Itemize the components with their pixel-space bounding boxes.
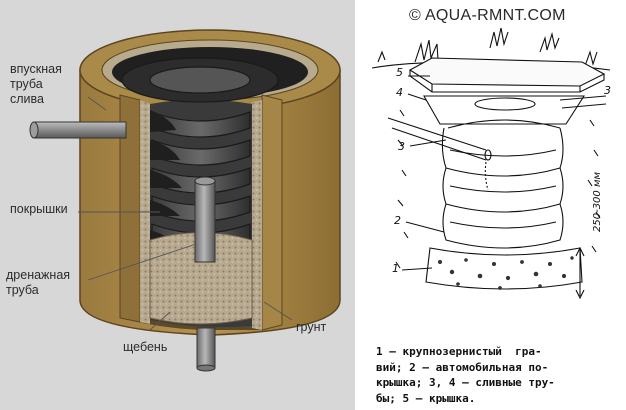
legend-line-2: вий; 2 — автомобильная по-: [376, 360, 549, 374]
label-number-5: 5: [396, 66, 403, 79]
tyres-label: покрышки: [10, 202, 68, 216]
legend-line-1: 1 — крупнозернистый гра-: [376, 345, 542, 358]
label-number-3-left: 3: [398, 140, 405, 153]
watermark: © AQUA-RMNT.COM: [409, 7, 566, 24]
label-number-2: 2: [394, 214, 401, 227]
septic-well-cutaway-illustration: [29, 29, 341, 372]
label-number-3-right: 3: [604, 84, 611, 97]
inlet-pipe-label-line2: труба: [10, 77, 43, 91]
inlet-pipe-label-line1: впускная: [10, 62, 62, 76]
inlet-pipe-label-line3: слива: [10, 92, 44, 106]
gravel-label: щебень: [123, 340, 168, 354]
legend: 1 — крупнозернистый гра- вий; 2 — автомо…: [376, 344, 614, 406]
legend-line-4: бы; 5 — крышка.: [376, 391, 476, 405]
legend-line-3: крышка; 3, 4 — сливные тру-: [376, 376, 555, 389]
inlet-pipe-label: впускная труба слива: [10, 62, 62, 107]
drain-pipe-label-line2: труба: [6, 283, 39, 297]
ground-label: грунт: [296, 320, 327, 334]
drain-pipe-label-line1: дренажная: [6, 268, 71, 282]
drain-pipe-label: дренажная труба: [6, 268, 70, 298]
label-number-1: 1: [392, 262, 399, 275]
depth-dimension-label: 250-300 мм: [592, 171, 603, 232]
label-number-4: 4: [396, 86, 403, 99]
